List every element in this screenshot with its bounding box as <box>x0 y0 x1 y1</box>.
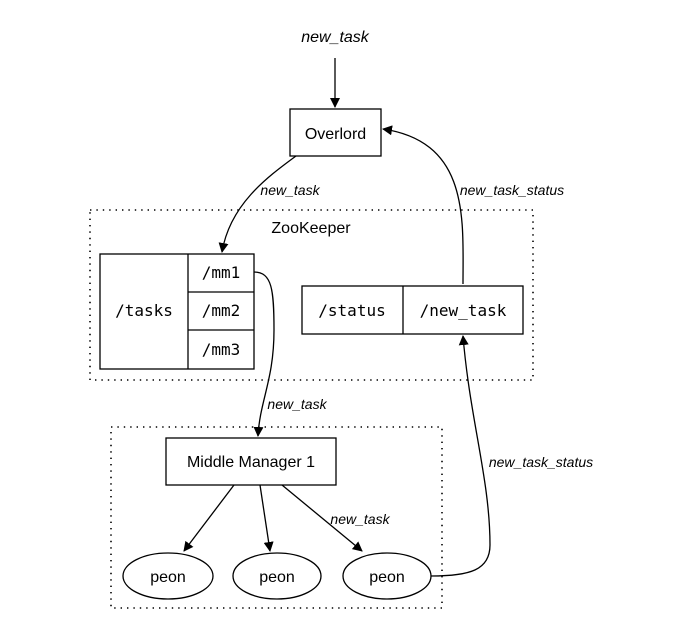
tasks-record: /tasks /mm1 /mm2 /mm3 <box>99 253 255 370</box>
middle-manager-box <box>165 437 337 486</box>
peon-label: peon <box>150 569 186 586</box>
zookeeper-to-overlord-label: new_task_status <box>460 182 564 198</box>
peon-node: peon <box>342 552 432 600</box>
middle-manager-to-peon-1-arrow <box>183 484 235 552</box>
status-new-task-cell: /new_task <box>420 301 507 320</box>
middle-manager-to-peon-2-arrow <box>259 484 274 552</box>
overlord-to-zookeeper-arrow <box>218 155 297 253</box>
status-record-box <box>301 285 524 335</box>
status-record: /status /new_task <box>301 285 524 335</box>
peon-ellipse <box>122 552 214 600</box>
overlord-node: Overlord <box>289 108 382 157</box>
peon-node: peon <box>122 552 214 600</box>
mm1-to-middle-manager-arrow <box>253 271 275 437</box>
peon-node: peon <box>232 552 322 600</box>
tasks-record-box <box>99 253 255 370</box>
zookeeper-cluster: ZooKeeper /tasks /mm1 /mm2 /mm3 /status … <box>89 209 534 381</box>
zookeeper-to-overlord-arrow <box>382 125 464 285</box>
middle-manager-to-peon-3-arrow <box>281 484 363 552</box>
peon-label: peon <box>259 569 295 586</box>
overlord-box <box>289 108 382 157</box>
tasks-row-mm1: /mm1 <box>202 263 241 282</box>
tasks-header: /tasks <box>115 301 173 320</box>
middle-manager-node: Middle Manager 1 <box>165 437 337 486</box>
input-task-label: new_task <box>301 29 370 46</box>
status-cell: /status <box>318 301 385 320</box>
tasks-row-mm2: /mm2 <box>202 301 241 320</box>
overlord-label: Overlord <box>305 126 366 143</box>
peon-ellipse <box>232 552 322 600</box>
tasks-row-mm3: /mm3 <box>202 340 241 359</box>
middle-manager-to-peon-label: new_task <box>330 511 390 527</box>
middle-manager-label: Middle Manager 1 <box>187 454 315 471</box>
peon-to-status-arrow <box>430 335 491 577</box>
mm1-to-middle-manager-label: new_task <box>267 396 327 412</box>
overlord-to-zookeeper-label: new_task <box>260 182 320 198</box>
zookeeper-label: ZooKeeper <box>271 220 351 237</box>
middle-manager-cluster: Middle Manager 1 peon peon peon <box>110 426 443 609</box>
peon-label: peon <box>369 569 405 586</box>
peon-to-status-label: new_task_status <box>489 454 593 470</box>
